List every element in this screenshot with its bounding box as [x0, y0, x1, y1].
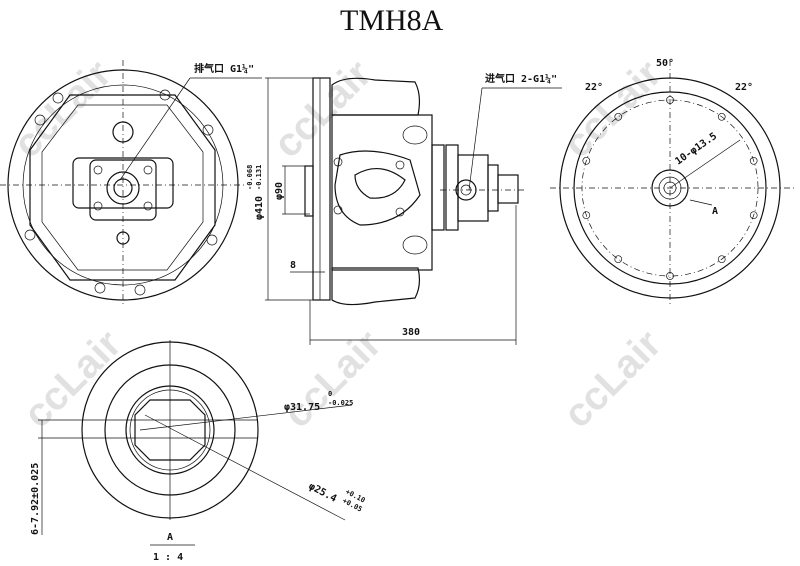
front-view: 排气口 G1¼" — [0, 60, 262, 305]
bolt-hole — [582, 211, 591, 220]
bolt-hole — [582, 156, 591, 165]
bolt-hole — [717, 112, 726, 121]
bolt-hole — [749, 156, 758, 165]
spline-major-tol-upper: 0 — [328, 390, 332, 398]
watermark: ccLair — [555, 322, 669, 436]
bolt-hole — [666, 272, 674, 280]
flange-tol-upper: -0.068 — [246, 165, 254, 190]
section-marker: A — [712, 206, 718, 217]
overall-length-dim: 380 — [402, 327, 420, 338]
exhaust-port-label: 排气口 G1¼" — [194, 62, 254, 75]
watermark: ccLair — [275, 322, 389, 436]
angle-left: 22° — [585, 82, 603, 93]
angle-top: 50° — [656, 58, 674, 69]
bolt-hole — [614, 112, 623, 121]
angle-right: 22° — [735, 82, 753, 93]
pilot-diameter-dim: φ90 — [274, 182, 285, 200]
watermark: ccLair — [265, 52, 379, 166]
bolt-hole — [666, 96, 674, 104]
bolt-hole — [717, 255, 726, 264]
detail-scale: 1 : 4 — [153, 552, 183, 563]
flange-thickness-dim: 8 — [290, 260, 296, 271]
bolt-hole — [614, 255, 623, 264]
drawing-title: TMH8A — [340, 4, 444, 37]
spline-major-dim: φ31.75 — [284, 402, 320, 413]
watermark: ccLair — [555, 52, 669, 166]
detail-label: A — [167, 532, 173, 543]
watermark: ccLair — [15, 322, 129, 436]
spline-minor-dim: φ25.4 — [307, 481, 339, 505]
watermark: ccLair — [5, 52, 119, 166]
spline-width-dim: 6-7.92±0.025 — [30, 463, 41, 535]
flange-diameter-dim: φ410 — [254, 196, 265, 220]
watermarks: ccLair ccLair ccLair ccLair ccLair ccLai… — [5, 52, 669, 436]
inlet-port-label: 进气口 2-G1¼" — [485, 72, 557, 85]
spline-major-tol-lower: -0.025 — [328, 399, 353, 407]
side-view: 进气口 2-G1¼" φ410 -0.068 -0.131 φ90 8 380 — [246, 72, 562, 345]
bolt-holes-dim: 10-φ13.5 — [673, 131, 719, 168]
bolt-hole — [749, 211, 758, 220]
flange-tol-lower: -0.131 — [255, 165, 263, 190]
rear-view: 10-φ13.5 50° 22° 22° A — [550, 58, 795, 305]
